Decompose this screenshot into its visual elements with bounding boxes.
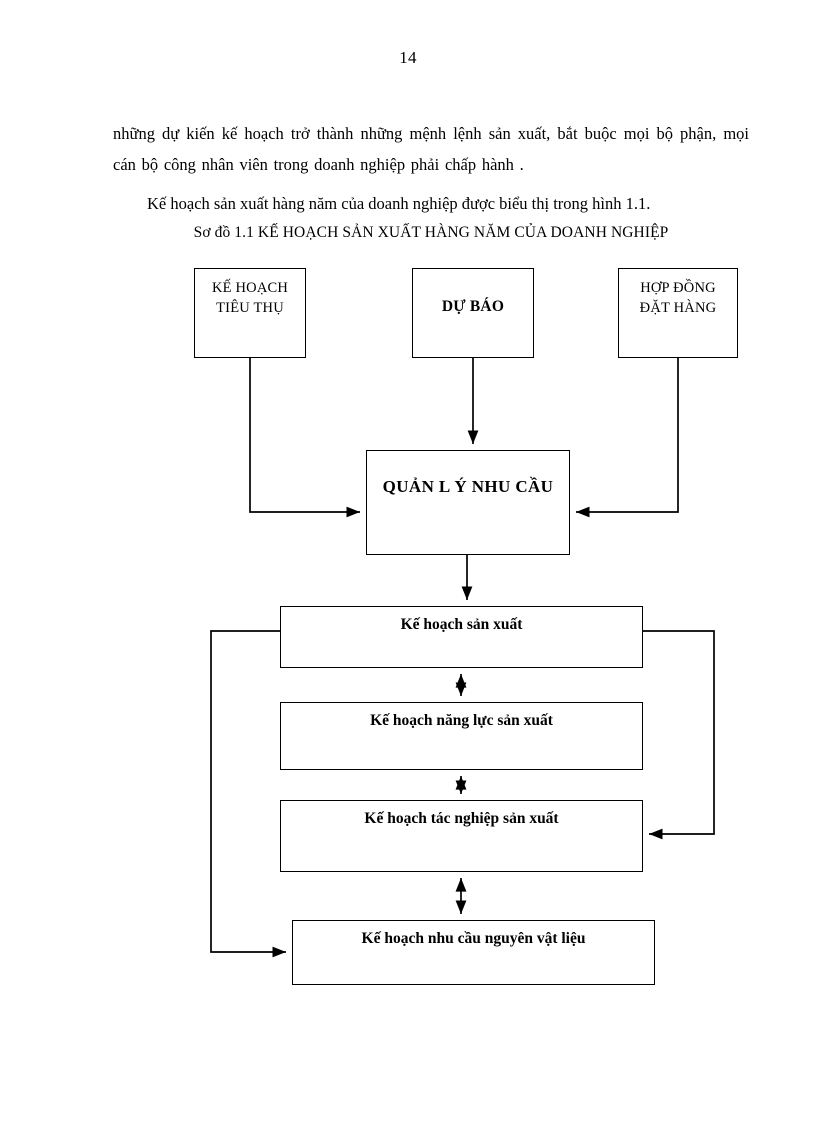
node-du-bao: DỰ BÁO bbox=[412, 268, 534, 358]
edge-ke-hoach-sx-to-tac-nghiep bbox=[643, 630, 715, 840]
node-label: Kế hoạch tác nghiệp sản xuất bbox=[364, 810, 559, 827]
node-ke-hoach-san-xuat: Kế hoạch sản xuất bbox=[280, 606, 643, 668]
diagram-title: Sơ đồ 1.1 KẾ HOẠCH SẢN XUẤT HÀNG NĂM CỦA… bbox=[193, 224, 669, 241]
edge-ke-hoach-sx-to-nguyen-vat-lieu bbox=[210, 630, 286, 958]
node-label: Kế hoạch năng lực sản xuất bbox=[370, 712, 553, 729]
node-ke-hoach-tac-nghiep-san-xuat: Kế hoạch tác nghiệp sản xuất bbox=[280, 800, 643, 872]
body-paragraph-1: những dự kiến kế hoạch trở thành những m… bbox=[113, 124, 749, 174]
node-label: QUẢN L Ý NHU CẦU bbox=[382, 477, 554, 496]
node-ke-hoach-nang-luc-san-xuat: Kế hoạch năng lực sản xuất bbox=[280, 702, 643, 770]
node-label: Kế hoạch nhu cầu nguyên vật liệu bbox=[361, 930, 586, 947]
edge-tieu-thu-to-quan-ly bbox=[249, 358, 360, 518]
node-label: DỰ BÁO bbox=[441, 298, 505, 315]
node-label: Kế hoạch sản xuất bbox=[400, 616, 523, 633]
edge-hop-dong-to-quan-ly bbox=[576, 358, 679, 518]
body-paragraph-2: Kế hoạch sản xuất hàng năm của doanh ngh… bbox=[147, 194, 651, 213]
node-quan-ly-nhu-cau: QUẢN L Ý NHU CẦU bbox=[366, 450, 570, 555]
page-number: 14 bbox=[399, 48, 417, 67]
node-ke-hoach-nhu-cau-nguyen-vat-lieu: Kế hoạch nhu cầu nguyên vật liệu bbox=[292, 920, 655, 985]
